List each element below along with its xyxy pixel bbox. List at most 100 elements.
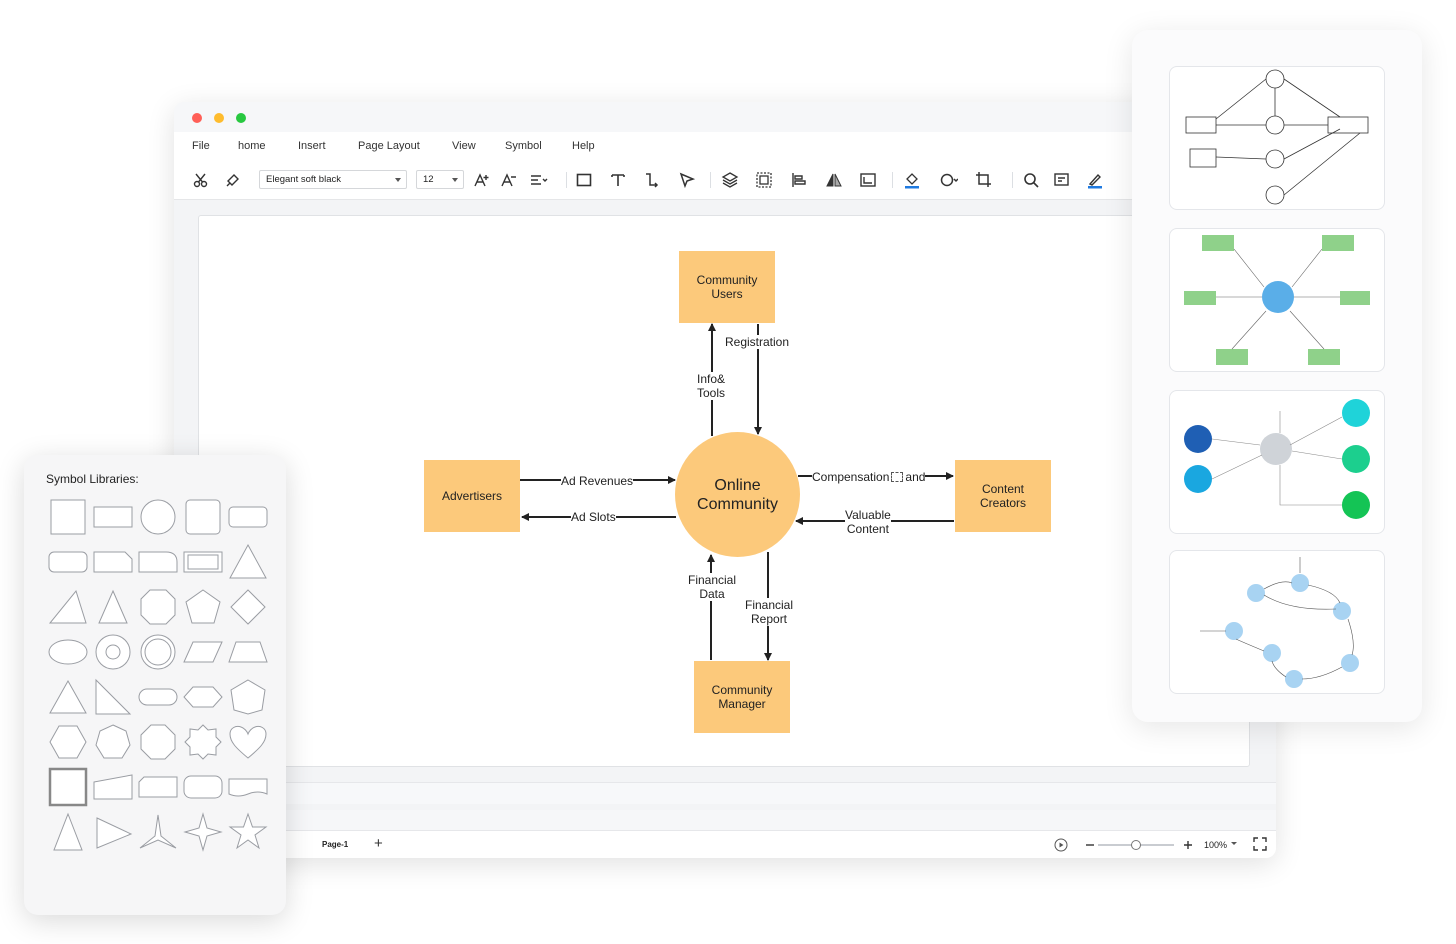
symbol-pentagon-round[interactable] [228,677,268,717]
pointer-icon[interactable] [677,170,697,190]
flow-label-valuable-content[interactable]: Valuable Content [845,508,891,536]
template-card-process-cycle[interactable] [1169,550,1385,694]
menu-view[interactable]: View [452,140,476,152]
symbol-pill-rect[interactable] [183,767,223,807]
chevron-down-icon[interactable] [1230,839,1238,847]
shape-icon[interactable] [938,170,958,190]
flow-label-financial-report[interactable]: Financial Report [745,598,794,626]
menu-home[interactable]: home [238,140,266,152]
symbol-four-point-star[interactable] [183,812,223,852]
connector-icon[interactable] [642,170,662,190]
template-card-bank-system[interactable] [1169,390,1385,534]
flow-label-registration[interactable]: Registration [725,335,790,349]
symbol-banner[interactable] [228,767,268,807]
symbol-acute-triangle[interactable] [93,587,133,627]
menu-help[interactable]: Help [572,140,595,152]
symbol-right-angle-triangle[interactable] [93,677,133,717]
fill-icon[interactable] [902,170,922,190]
minimize-window-button[interactable] [214,113,224,123]
fullscreen-icon[interactable] [1253,837,1267,851]
symbol-ellipse[interactable] [48,632,88,672]
group-icon[interactable] [754,170,774,190]
symbol-square-selected[interactable] [48,767,88,807]
zoom-level[interactable]: 100% [1204,840,1228,850]
symbol-heptagon[interactable] [93,722,133,762]
font-size-select[interactable]: 12 [416,170,464,189]
zoom-slider-handle[interactable] [1131,840,1141,850]
play-icon[interactable] [1054,838,1068,852]
zoom-slider[interactable] [1098,840,1174,850]
symbol-parallelogram[interactable] [183,632,223,672]
crop-icon[interactable] [974,170,994,190]
symbol-double-frame-rect[interactable] [183,542,223,582]
flip-icon[interactable] [824,170,844,190]
flow-label-financial-data[interactable]: Financial Data [688,573,737,601]
zoom-in-icon[interactable] [1181,838,1195,852]
entity-community-users[interactable]: Community Users [679,251,775,323]
symbol-tall-triangle[interactable] [48,812,88,852]
menu-page-layout[interactable]: Page Layout [358,140,420,152]
symbol-diamond[interactable] [228,587,268,627]
align-left-icon[interactable] [789,170,809,190]
symbol-snipped-rect[interactable] [93,542,133,582]
format-painter-icon[interactable] [223,170,243,190]
find-replace-icon[interactable] [1052,170,1072,190]
symbol-double-circle[interactable] [138,632,178,672]
symbol-hexagon[interactable] [48,722,88,762]
text-icon[interactable] [608,170,628,190]
symbol-star-seal[interactable] [183,722,223,762]
horizontal-scrollbar[interactable] [174,782,1276,804]
entity-content-creators[interactable]: Content Creators [955,460,1051,532]
symbol-donut[interactable] [93,632,133,672]
entity-community-manager[interactable]: Community Manager [694,661,790,733]
symbol-heart[interactable] [228,722,268,762]
symbol-five-point-star[interactable] [228,812,268,852]
symbol-rounded-rect-wide[interactable] [48,542,88,582]
font-shrink-icon[interactable] [499,170,519,190]
flow-label-ad-slots[interactable]: Ad Slots [571,510,616,524]
entity-advertisers[interactable]: Advertisers [424,460,520,532]
search-icon[interactable] [1021,170,1041,190]
symbol-capsule[interactable] [138,677,178,717]
symbol-circle[interactable] [138,497,178,537]
rectangle-icon[interactable] [574,170,594,190]
frame-icon[interactable] [858,170,878,190]
menu-insert[interactable]: Insert [298,140,326,152]
symbol-hexagon-flat[interactable] [183,677,223,717]
template-card-company-intranet[interactable] [1169,228,1385,372]
symbol-triangle[interactable] [228,542,268,582]
layers-icon[interactable] [720,170,740,190]
flow-label-info-tools[interactable]: Info& Tools [697,372,726,400]
symbol-rounded-square[interactable] [183,497,223,537]
menu-file[interactable]: File [192,140,210,152]
page-tab[interactable]: Page-1 [322,840,349,849]
menu-symbol[interactable]: Symbol [505,140,542,152]
cut-icon[interactable] [191,170,211,190]
symbol-rounded-rectangle[interactable] [228,497,268,537]
symbol-octagon[interactable] [138,722,178,762]
template-card-dfd-process[interactable] [1169,66,1385,210]
flow-label-ad-revenues[interactable]: Ad Revenues [561,474,634,488]
flow-label-compensation[interactable]: Compensation and [812,470,926,484]
symbol-three-point-star[interactable] [138,812,178,852]
symbol-card[interactable] [138,767,178,807]
line-color-icon[interactable] [1085,170,1105,190]
symbol-triangle-large[interactable] [48,677,88,717]
symbol-right-triangle[interactable] [48,587,88,627]
maximize-window-button[interactable] [236,113,246,123]
symbol-pentagon[interactable] [183,587,223,627]
symbol-trapezoid[interactable] [228,632,268,672]
align-icon[interactable] [528,170,548,190]
symbol-rectangle[interactable] [93,497,133,537]
zoom-out-icon[interactable] [1083,838,1097,852]
process-online-community[interactable]: Online Community [675,432,800,557]
symbol-manual-input[interactable] [93,767,133,807]
symbol-square[interactable] [48,497,88,537]
font-grow-icon[interactable] [472,170,492,190]
font-family-select[interactable]: Elegant soft black [259,170,407,189]
symbol-one-round-rect[interactable] [138,542,178,582]
add-page-button[interactable]: + [374,835,383,852]
close-window-button[interactable] [192,113,202,123]
symbol-arrow-triangle[interactable] [93,812,133,852]
symbol-octagon-rounded[interactable] [138,587,178,627]
